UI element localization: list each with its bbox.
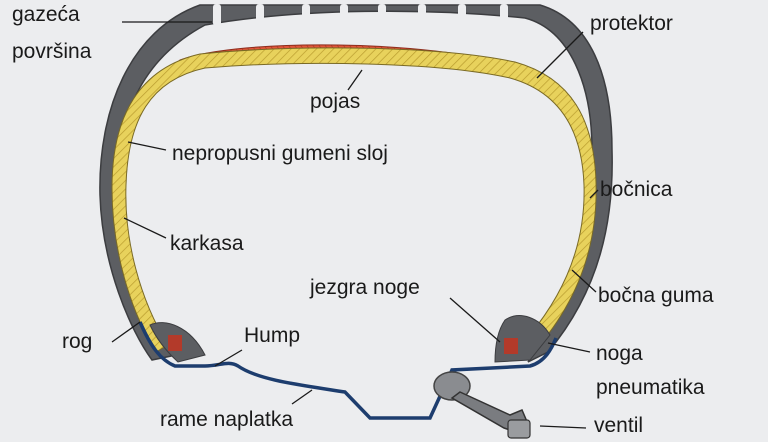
label-protektor: protektor xyxy=(590,12,673,35)
label-nepropusni-gumeni-sloj: nepropusni gumeni sloj xyxy=(172,142,388,165)
leader-lines xyxy=(111,21,599,429)
rim-profile xyxy=(138,321,558,420)
label-bocna-guma: bočna guma xyxy=(598,284,714,307)
label-povrsina: površina xyxy=(12,40,92,63)
label-pojas: pojas xyxy=(310,90,361,113)
label-ventil: ventil xyxy=(594,414,644,437)
left-bead-core xyxy=(168,335,182,351)
label-noga: noga xyxy=(596,342,643,365)
label-rame-naplatka: rame naplatka xyxy=(160,408,294,431)
label-rog: rog xyxy=(62,330,93,353)
tread-grooves xyxy=(213,4,508,26)
valve-graphic xyxy=(433,371,531,439)
label-karkasa: karkasa xyxy=(170,232,244,255)
label-pneumatika: pneumatika xyxy=(596,376,705,399)
label-jezgra-noge: jezgra noge xyxy=(310,276,420,299)
label-bocnica: bočnica xyxy=(600,178,673,201)
label-gazeca: gazeća xyxy=(12,3,80,26)
right-bead-core xyxy=(504,338,518,354)
label-hump: Hump xyxy=(244,324,301,347)
